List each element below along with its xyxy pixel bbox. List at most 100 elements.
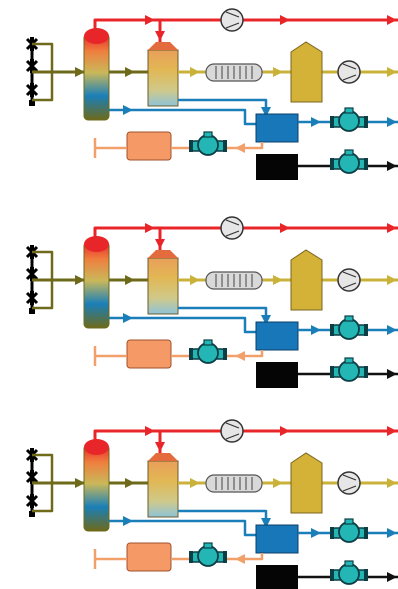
compressor-body [337, 60, 361, 84]
valve-body [30, 59, 34, 73]
column-top-cap [84, 439, 109, 455]
circle-compressor-icon [220, 419, 244, 443]
flow-arrow [125, 478, 135, 488]
gradient-vessel-icon [147, 460, 179, 518]
flow-arrow [261, 315, 271, 325]
overhead-hot-line [93, 429, 398, 465]
flash-drum [290, 41, 323, 103]
pump-impeller [197, 342, 219, 364]
pump-outlet [203, 339, 213, 346]
flow-arrow [190, 67, 200, 77]
compressor-blades [342, 271, 357, 289]
panels-root [25, 8, 398, 589]
flow-arrow [125, 67, 135, 77]
flow-arrow [75, 67, 85, 77]
shell-and-tube-icon [205, 63, 263, 82]
flow-arrow [387, 528, 397, 538]
circle-compressor-icon [337, 268, 361, 292]
pump-outlet [344, 315, 354, 322]
compressor-body [220, 8, 244, 32]
black-tank [256, 362, 298, 388]
compressor-body [220, 216, 244, 240]
valve-end [29, 100, 35, 106]
valve-body [30, 470, 34, 484]
flow-arrow [311, 325, 321, 335]
pump-flange-right [223, 140, 227, 152]
compressor-blades [225, 422, 240, 440]
pump-outlet [344, 560, 354, 567]
vessel-bottom-line [178, 306, 268, 322]
centrifugal-pump-icon [330, 149, 368, 174]
gradient-column-icon [83, 444, 110, 532]
gradient-column-icon [83, 241, 110, 329]
compressor-blades [225, 219, 240, 237]
flow-arrow [280, 15, 290, 25]
pump-flange-left [330, 569, 334, 581]
centrifugal-pump-icon [189, 131, 227, 156]
pump-impeller [338, 563, 360, 585]
shell-and-tube-icon [205, 271, 263, 290]
valve-body [30, 267, 34, 281]
circle-compressor-icon [220, 216, 244, 240]
column-top-cap [84, 28, 109, 44]
pump-impeller [338, 318, 360, 340]
process-panel-3 [25, 419, 398, 589]
centrifugal-pump-icon [189, 542, 227, 567]
flow-arrow [273, 67, 283, 77]
black-tank [256, 154, 298, 180]
flow-arrow [387, 572, 397, 582]
blue-drum [255, 524, 299, 554]
pump-flange-left [189, 551, 193, 563]
pump-flange-right [223, 551, 227, 563]
centrifugal-pump-icon [330, 357, 368, 382]
pump-flange-right [364, 569, 368, 581]
flow-arrow [280, 223, 290, 233]
compressor-body [337, 268, 361, 292]
pump-flange-left [330, 366, 334, 378]
pump-impeller [338, 110, 360, 132]
pump-outlet [344, 518, 354, 525]
flow-arrow [387, 369, 397, 379]
valve-end [29, 308, 35, 314]
flow-arrow [280, 426, 290, 436]
vessel-cap [148, 453, 178, 461]
flow-arrow [123, 313, 133, 323]
bottoms-line [109, 108, 258, 126]
pump-flange-left [189, 140, 193, 152]
pump-impeller [338, 521, 360, 543]
centrifugal-pump-icon [330, 107, 368, 132]
circle-compressor-icon [337, 471, 361, 495]
bottoms-line [109, 519, 258, 537]
flow-arrow [387, 275, 397, 285]
centrifugal-pump-icon [189, 339, 227, 364]
flow-arrow [145, 15, 155, 25]
pump-flange-left [330, 116, 334, 128]
flow-arrow [235, 554, 245, 564]
pump-flange-right [364, 158, 368, 170]
blue-drum [255, 321, 299, 351]
flow-arrow [311, 528, 321, 538]
valve-end [29, 511, 35, 517]
centrifugal-pump-icon [330, 518, 368, 543]
flow-arrow [155, 239, 165, 249]
pump-flange-left [330, 324, 334, 336]
flow-arrow [311, 117, 321, 127]
flow-arrow [155, 31, 165, 41]
flow-arrow [387, 426, 397, 436]
pump-impeller [197, 545, 219, 567]
flow-arrow [387, 67, 397, 77]
black-tank [256, 565, 298, 589]
flow-arrow [155, 442, 165, 452]
flow-arrow [125, 275, 135, 285]
flow-arrow [123, 105, 133, 115]
flow-arrow [190, 275, 200, 285]
valve-body [30, 494, 34, 508]
pump-impeller [338, 152, 360, 174]
overhead-hot-line [93, 226, 398, 262]
heater-box [126, 542, 172, 572]
flow-arrow [75, 275, 85, 285]
flow-arrow [261, 518, 271, 528]
flow-arrow [273, 478, 283, 488]
circle-compressor-icon [337, 60, 361, 84]
